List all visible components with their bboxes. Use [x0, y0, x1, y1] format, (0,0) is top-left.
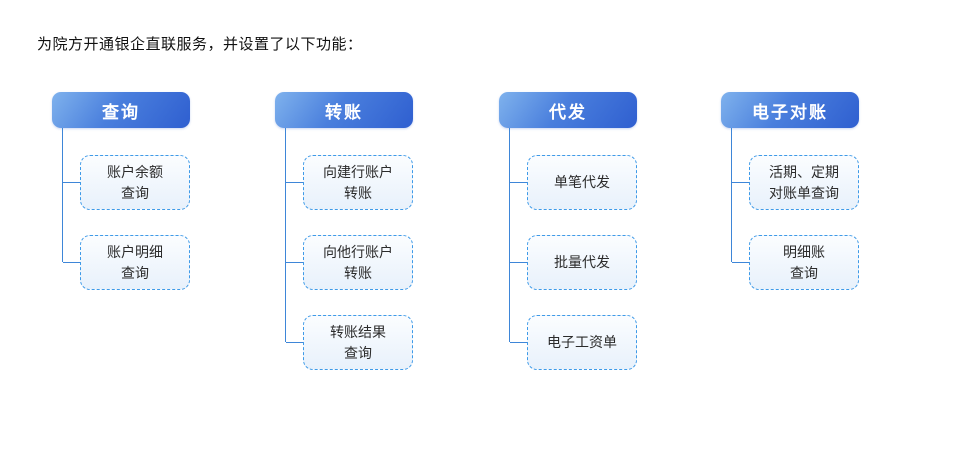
connector-vertical	[731, 128, 732, 262]
node-single-agency-pay: 单笔代发	[527, 155, 637, 210]
node-label-line: 查询	[121, 184, 149, 201]
node-label-line: 查询	[790, 264, 818, 281]
connector-stub	[732, 182, 749, 183]
connector-vertical	[509, 128, 510, 342]
node-label-line: 向他行账户	[323, 243, 393, 260]
connector-stub	[510, 342, 527, 343]
node-transfer-result-query: 转账结果 查询	[303, 315, 413, 370]
column-header-e-reconciliation: 电子对账	[721, 92, 859, 128]
node-transfer-other-bank: 向他行账户 转账	[303, 235, 413, 290]
node-electronic-payslip: 电子工资单	[527, 315, 637, 370]
node-label-line: 转账	[344, 264, 372, 281]
node-label-line: 转账结果	[330, 323, 386, 340]
node-label-line: 明细账	[783, 243, 825, 260]
node-label-line: 活期、定期	[769, 163, 839, 180]
node-label-line: 查询	[121, 264, 149, 281]
connector-stub	[63, 262, 80, 263]
column-header-query: 查询	[52, 92, 190, 128]
node-label-line: 批量代发	[554, 254, 610, 270]
node-label-line: 向建行账户	[323, 163, 393, 180]
column-transfer: 转账 向建行账户 转账 向他行账户 转账 转账结果 查询	[275, 92, 415, 402]
column-query: 查询 账户余额 查询 账户明细 查询	[52, 92, 192, 402]
node-detail-ledger-query: 明细账 查询	[749, 235, 859, 290]
node-label-line: 转账	[344, 184, 372, 201]
connector-stub	[510, 262, 527, 263]
node-account-balance-query: 账户余额 查询	[80, 155, 190, 210]
connector-vertical	[285, 128, 286, 342]
connector-vertical	[62, 128, 63, 262]
connector-stub	[286, 182, 303, 183]
column-header-agency-pay: 代发	[499, 92, 637, 128]
node-label-line: 账户明细	[107, 243, 163, 260]
node-account-detail-query: 账户明细 查询	[80, 235, 190, 290]
page-title: 为院方开通银企直联服务，并设置了以下功能：	[37, 36, 363, 53]
node-label-line: 单笔代发	[554, 174, 610, 190]
connector-stub	[286, 262, 303, 263]
node-label-line: 账户余额	[107, 163, 163, 180]
column-agency-pay: 代发 单笔代发 批量代发 电子工资单	[499, 92, 639, 402]
node-batch-agency-pay: 批量代发	[527, 235, 637, 290]
column-e-reconciliation: 电子对账 活期、定期 对账单查询 明细账 查询	[721, 92, 861, 402]
node-transfer-ccb: 向建行账户 转账	[303, 155, 413, 210]
node-statement-query: 活期、定期 对账单查询	[749, 155, 859, 210]
column-header-transfer: 转账	[275, 92, 413, 128]
connector-stub	[510, 182, 527, 183]
node-label-line: 电子工资单	[547, 334, 617, 350]
node-label-line: 查询	[344, 344, 372, 361]
connector-stub	[63, 182, 80, 183]
connector-stub	[732, 262, 749, 263]
node-label-line: 对账单查询	[769, 184, 839, 201]
connector-stub	[286, 342, 303, 343]
